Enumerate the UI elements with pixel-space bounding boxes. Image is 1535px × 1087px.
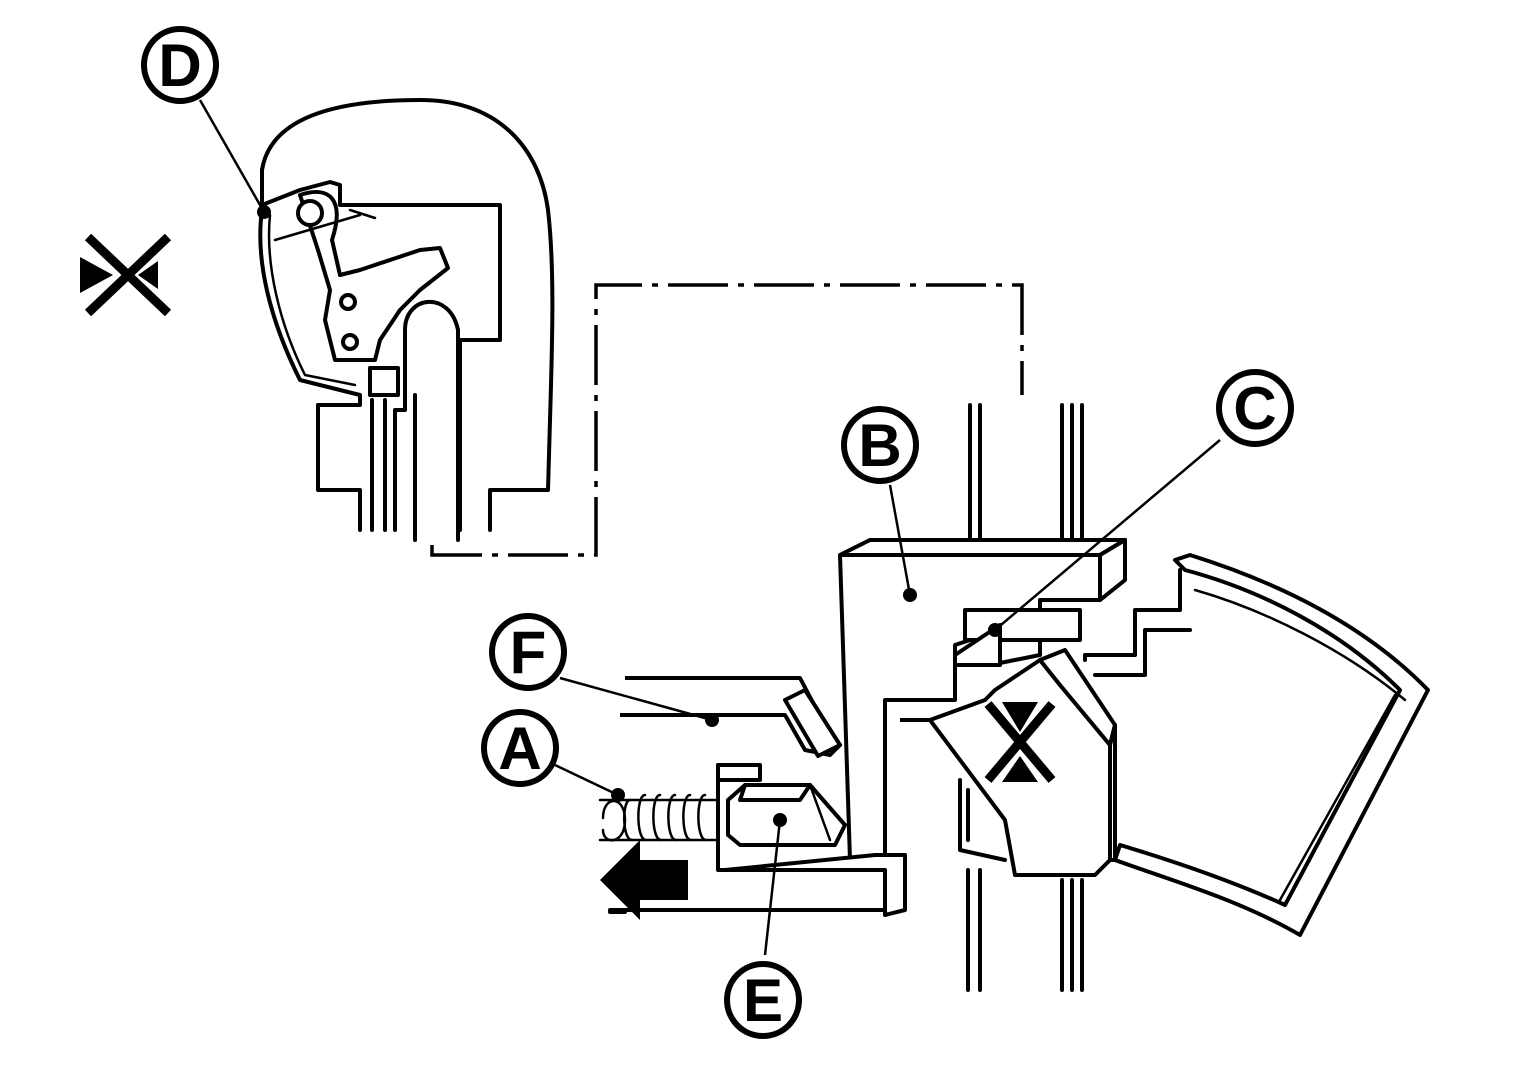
callout-c: C <box>1216 369 1294 447</box>
callout-f: F <box>489 613 567 691</box>
callout-e: E <box>724 961 802 1039</box>
svg-text:A: A <box>498 715 541 782</box>
connection-dashed-line <box>430 283 1024 557</box>
not-allowed-cross-arrows-icon <box>984 701 1056 783</box>
leader-lines <box>198 99 1221 956</box>
not-allowed-cross-arrows-icon <box>80 233 172 317</box>
left-arrow-icon <box>600 840 688 920</box>
svg-text:F: F <box>510 619 547 686</box>
shift-knob-assembly <box>258 98 555 542</box>
svg-text:C: C <box>1233 375 1276 442</box>
callout-a: A <box>481 709 559 787</box>
callout-b: B <box>841 406 919 484</box>
svg-text:E: E <box>743 967 783 1034</box>
svg-text:B: B <box>858 412 901 479</box>
svg-text:D: D <box>158 32 201 99</box>
lock-mechanism <box>598 403 1430 992</box>
callout-d: D <box>141 26 219 104</box>
